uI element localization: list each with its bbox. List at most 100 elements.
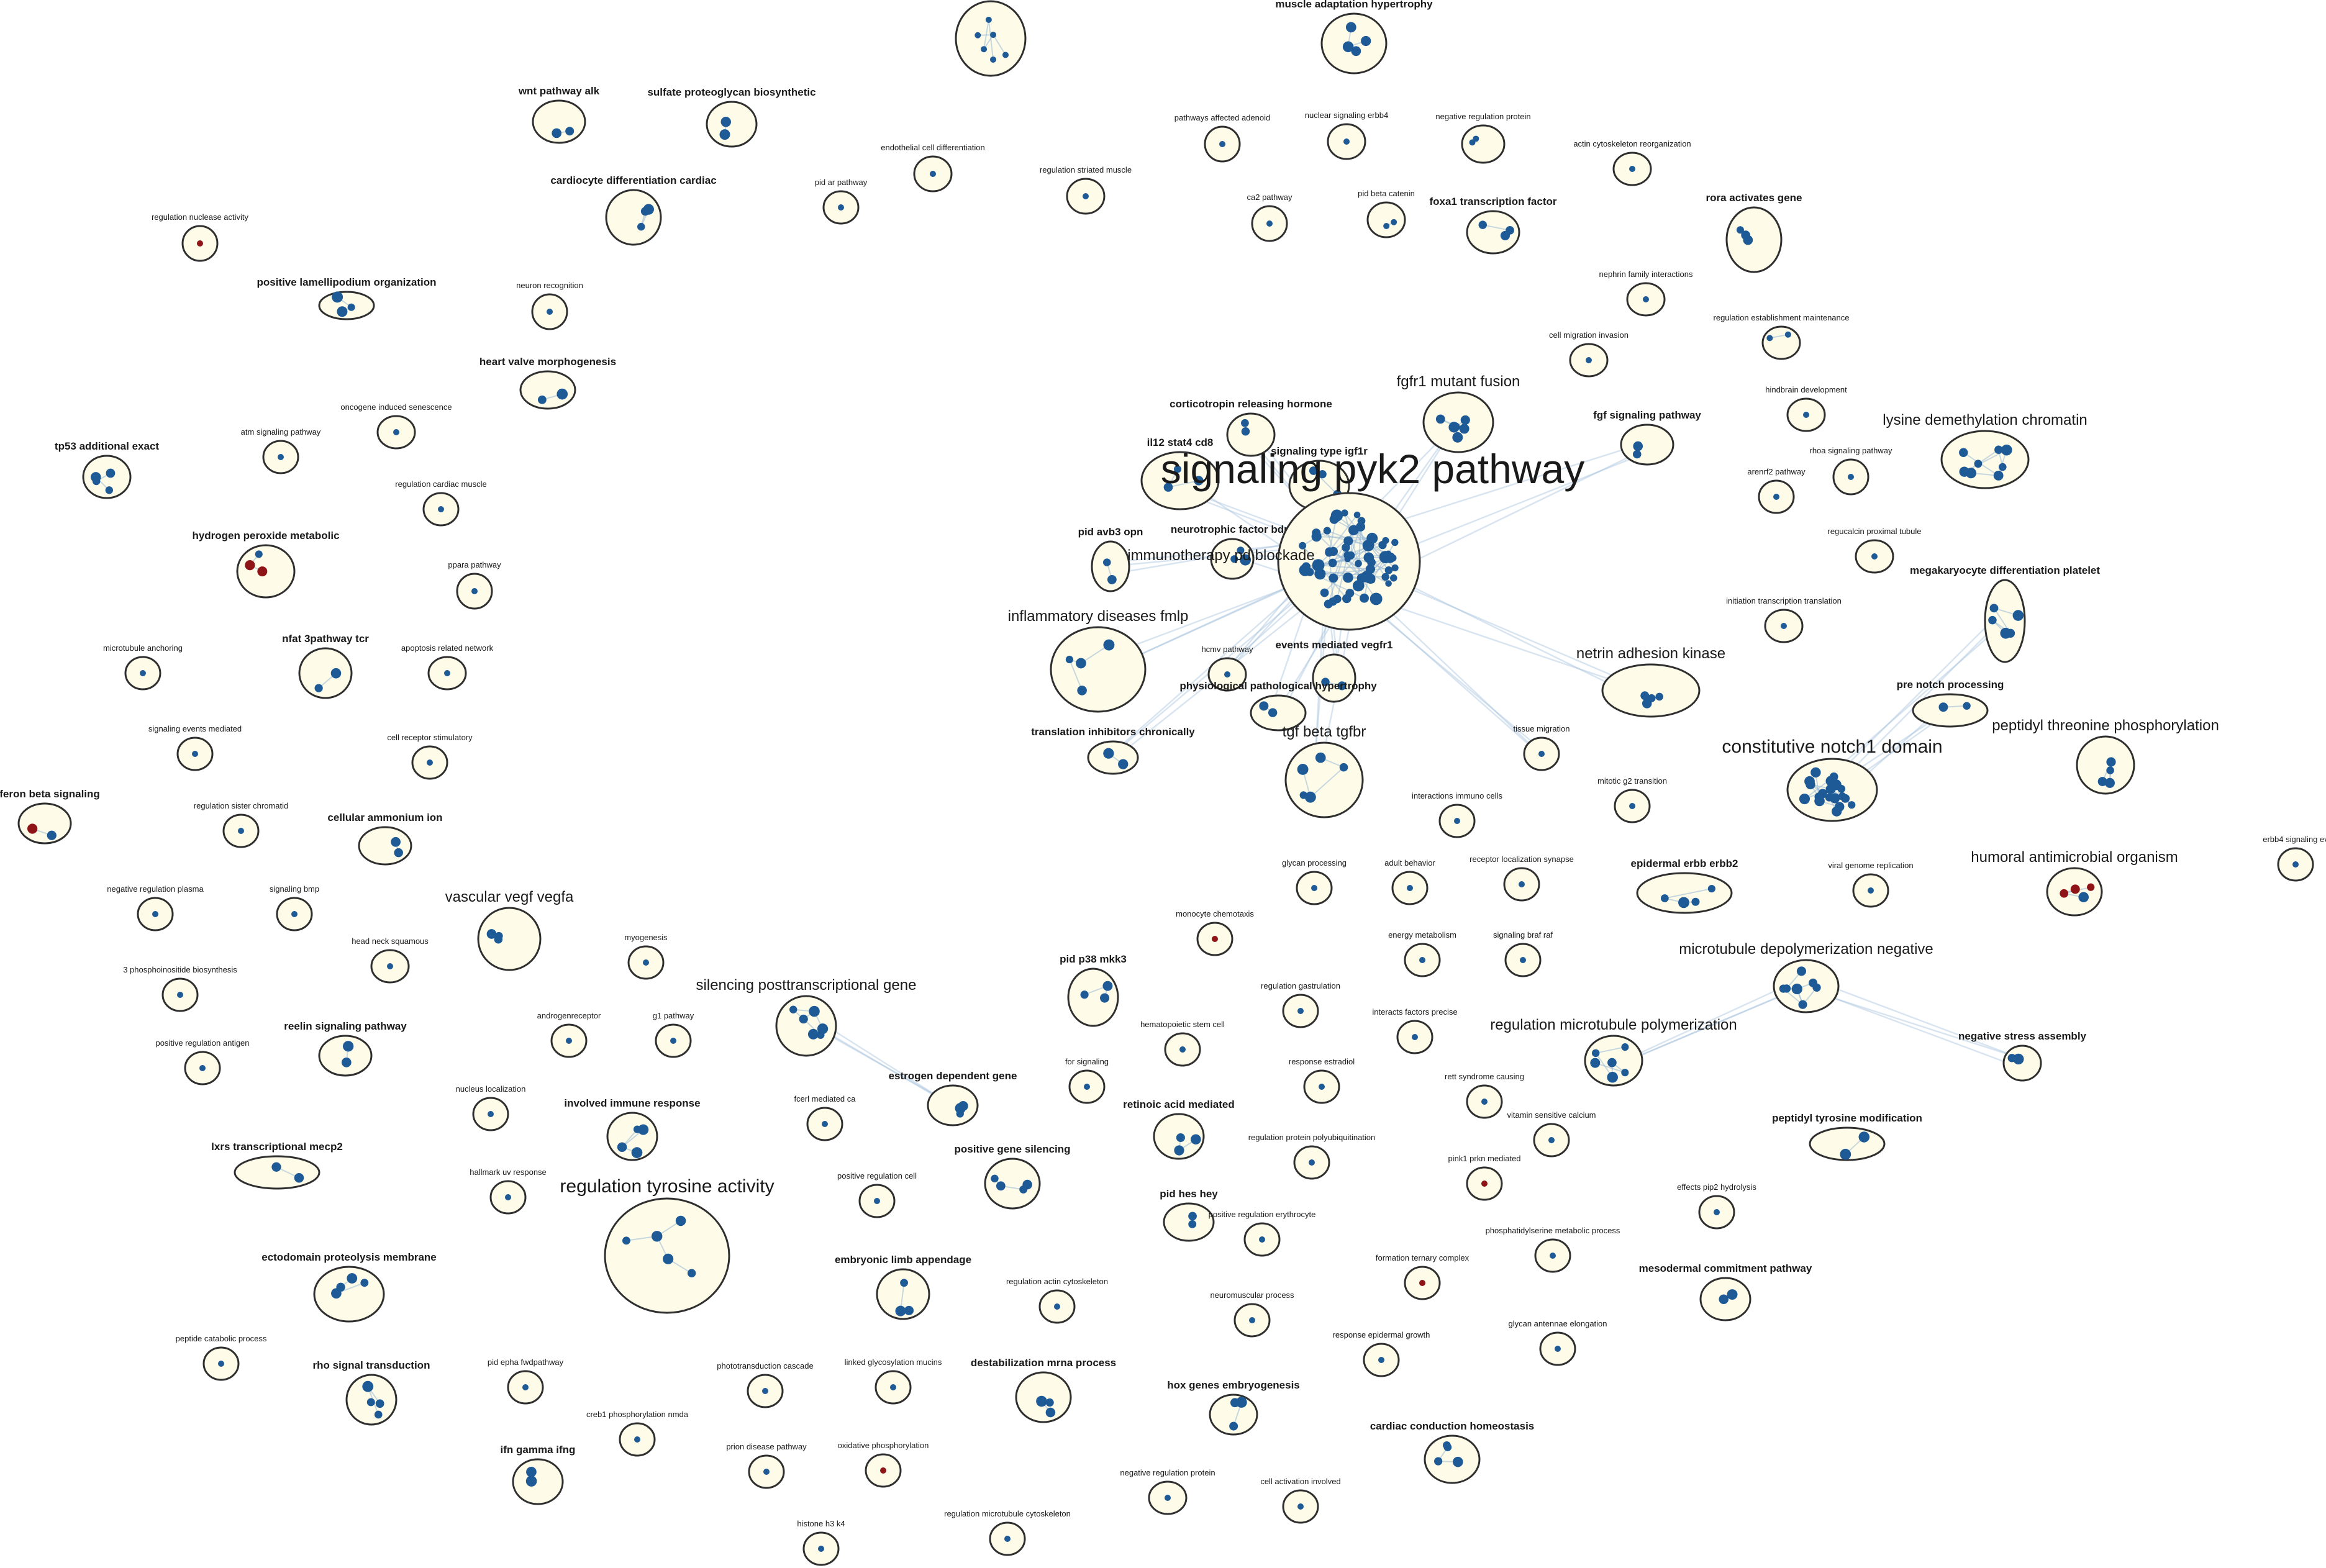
cluster-c132[interactable]: oxidative phosphorylation: [838, 1441, 929, 1488]
cluster-c35[interactable]: regulation cardiac muscle: [395, 479, 487, 527]
gene-set-node[interactable]: [1443, 1441, 1451, 1449]
cluster-c100[interactable]: vitamin sensitive calcium: [1507, 1110, 1596, 1158]
gene-set-node[interactable]: [1036, 1395, 1047, 1407]
cluster-c81[interactable]: pid p38 mkk3: [1060, 953, 1127, 1027]
gene-set-node[interactable]: [789, 1005, 797, 1013]
gene-set-node[interactable]: [1319, 1084, 1325, 1090]
gene-set-node[interactable]: [2106, 757, 2116, 767]
cluster-c61[interactable]: regulation sister chromatid: [194, 801, 288, 848]
gene-set-node[interactable]: [990, 32, 997, 39]
cluster-c97[interactable]: involved immune response: [564, 1097, 701, 1161]
gene-set-node[interactable]: [1259, 701, 1269, 711]
gene-set-node[interactable]: [719, 129, 730, 140]
cluster-c55[interactable]: tissue migration: [1513, 724, 1570, 771]
gene-set-node[interactable]: [387, 963, 393, 969]
gene-set-node[interactable]: [2097, 777, 2107, 786]
gene-set-node[interactable]: [990, 56, 997, 63]
cluster-c79[interactable]: microtubule depolymerization negative: [1679, 941, 1933, 1013]
gene-set-node[interactable]: [799, 1014, 808, 1024]
cluster-c74[interactable]: head neck squamous: [352, 936, 429, 984]
gene-set-node[interactable]: [1304, 791, 1316, 803]
gene-set-node[interactable]: [337, 306, 348, 317]
gene-set-node[interactable]: [1259, 1236, 1265, 1243]
gene-set-node-highlight[interactable]: [1212, 936, 1218, 942]
gene-set-node[interactable]: [1500, 230, 1511, 240]
gene-set-node[interactable]: [838, 204, 844, 211]
cluster-c131[interactable]: prion disease pathway: [726, 1442, 807, 1489]
gene-set-node[interactable]: [1107, 575, 1117, 584]
cluster-c75[interactable]: myogenesis: [624, 933, 668, 980]
gene-set-node-highlight[interactable]: [1481, 1181, 1488, 1187]
gene-set-node-highlight[interactable]: [257, 566, 268, 577]
gene-set-node[interactable]: [1586, 357, 1592, 363]
gene-set-node[interactable]: [1163, 483, 1173, 492]
gene-set-node[interactable]: [1236, 1397, 1247, 1408]
cluster-c1[interactable]: muscle adaptation hypertrophy: [1275, 0, 1433, 75]
cluster-c63[interactable]: cellular ammonium ion: [327, 812, 443, 866]
gene-set-node[interactable]: [1241, 419, 1249, 427]
gene-set-node[interactable]: [1629, 803, 1635, 809]
gene-set-node[interactable]: [1329, 514, 1339, 524]
gene-set-node[interactable]: [1519, 881, 1525, 887]
cluster-c64[interactable]: erbb4 signaling ev: [2263, 835, 2326, 882]
gene-set-node[interactable]: [1655, 692, 1663, 701]
gene-set-node[interactable]: [199, 1065, 206, 1071]
gene-set-node[interactable]: [1337, 681, 1347, 691]
gene-set-node[interactable]: [1779, 984, 1788, 993]
gene-set-node[interactable]: [1829, 772, 1838, 781]
cluster-c71[interactable]: negative regulation plasma: [107, 884, 204, 931]
gene-set-node[interactable]: [557, 388, 568, 400]
cluster-c34[interactable]: arenrf2 pathway: [1747, 467, 1806, 514]
gene-set-node[interactable]: [874, 1198, 880, 1204]
gene-set-node[interactable]: [651, 1231, 663, 1242]
gene-set-node[interactable]: [1691, 897, 1700, 906]
gene-set-node[interactable]: [1434, 1457, 1443, 1466]
gene-set-node-highlight[interactable]: [2060, 889, 2069, 898]
cluster-c57[interactable]: peptidyl threonine phosphorylation: [1992, 717, 2219, 795]
gene-set-node[interactable]: [1642, 699, 1652, 709]
gene-set-node[interactable]: [1743, 235, 1753, 245]
gene-set-node[interactable]: [1830, 779, 1842, 791]
gene-set-node[interactable]: [1963, 702, 1971, 710]
gene-set-node[interactable]: [1361, 35, 1371, 47]
gene-set-node[interactable]: [1988, 615, 1997, 625]
gene-set-node[interactable]: [1607, 1058, 1617, 1067]
cluster-c45[interactable]: apoptosis related network: [401, 643, 494, 691]
gene-set-node[interactable]: [1076, 658, 1086, 669]
cluster-c2[interactable]: wnt pathway alk: [518, 85, 600, 144]
gene-set-node[interactable]: [330, 668, 342, 679]
gene-set-node[interactable]: [1707, 885, 1715, 893]
gene-set-node[interactable]: [1454, 818, 1460, 824]
gene-set-node[interactable]: [1077, 686, 1087, 696]
gene-set-node[interactable]: [637, 222, 645, 231]
gene-set-node[interactable]: [1660, 894, 1669, 902]
gene-set-node[interactable]: [1629, 166, 1635, 172]
gene-set-node[interactable]: [1309, 466, 1318, 475]
gene-set-node[interactable]: [255, 550, 263, 558]
gene-set-node[interactable]: [294, 1172, 304, 1183]
gene-set-node[interactable]: [1318, 469, 1327, 479]
cluster-c108[interactable]: effects pip2 hydrolysis: [1677, 1182, 1756, 1230]
cluster-c10[interactable]: cardiocyte differentiation cardiac: [550, 174, 717, 246]
gene-set-node[interactable]: [374, 1410, 383, 1419]
cluster-c119[interactable]: peptide catabolic process: [176, 1334, 267, 1381]
cluster-c88[interactable]: reelin signaling pathway: [284, 1020, 407, 1077]
gene-set-node[interactable]: [1328, 558, 1337, 568]
cluster-c90[interactable]: regulation microtubule polymerization: [1490, 1017, 1737, 1087]
cluster-c94[interactable]: estrogen dependent gene: [889, 1070, 1017, 1126]
cluster-c28[interactable]: fgf signaling pathway: [1593, 409, 1701, 466]
gene-set-node[interactable]: [904, 1305, 914, 1315]
cluster-c68[interactable]: epidermal erbb erbb2: [1631, 858, 1738, 914]
gene-set-node[interactable]: [1621, 1069, 1629, 1077]
gene-set-node[interactable]: [2000, 627, 2012, 639]
gene-set-node[interactable]: [1179, 1046, 1186, 1053]
gene-set-node[interactable]: [1736, 226, 1744, 234]
gene-set-node[interactable]: [1993, 470, 2004, 481]
gene-set-node[interactable]: [1804, 776, 1815, 787]
gene-set-node[interactable]: [818, 1546, 824, 1552]
cluster-c19[interactable]: nephrin family interactions: [1599, 270, 1693, 317]
cluster-c52[interactable]: signaling events mediated: [148, 724, 242, 771]
gene-set-node-highlight[interactable]: [197, 240, 203, 247]
gene-set-node[interactable]: [1803, 412, 1809, 418]
gene-set-node[interactable]: [634, 1436, 640, 1443]
